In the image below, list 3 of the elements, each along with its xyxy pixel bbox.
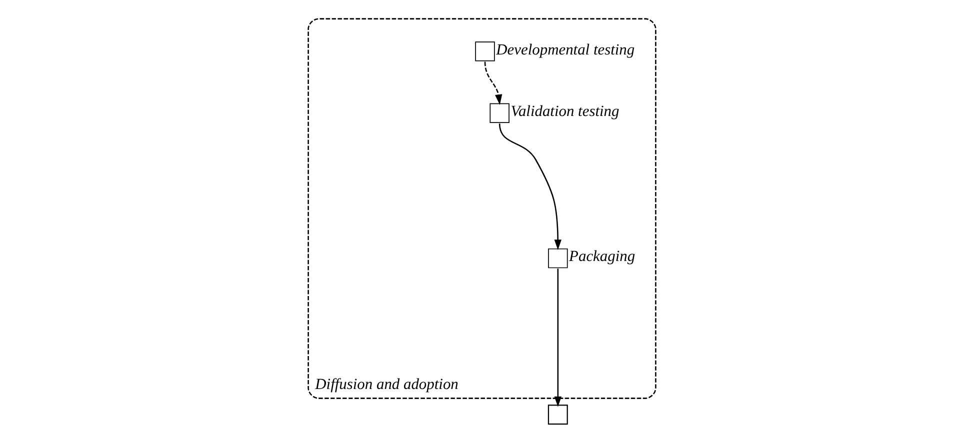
node-label: Developmental testing [496, 41, 634, 58]
node-label: Validation testing [510, 103, 619, 120]
node-label: Packaging [568, 248, 635, 266]
